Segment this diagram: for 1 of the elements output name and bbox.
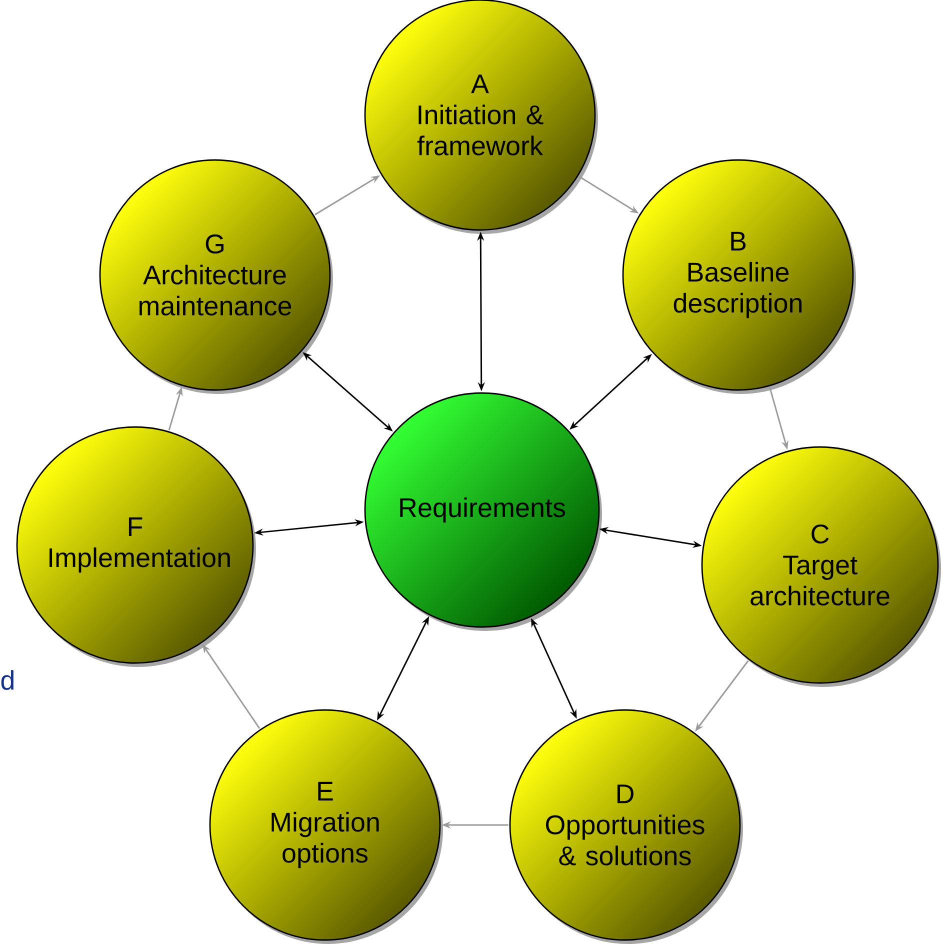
- stray-letter: d: [1, 670, 14, 690]
